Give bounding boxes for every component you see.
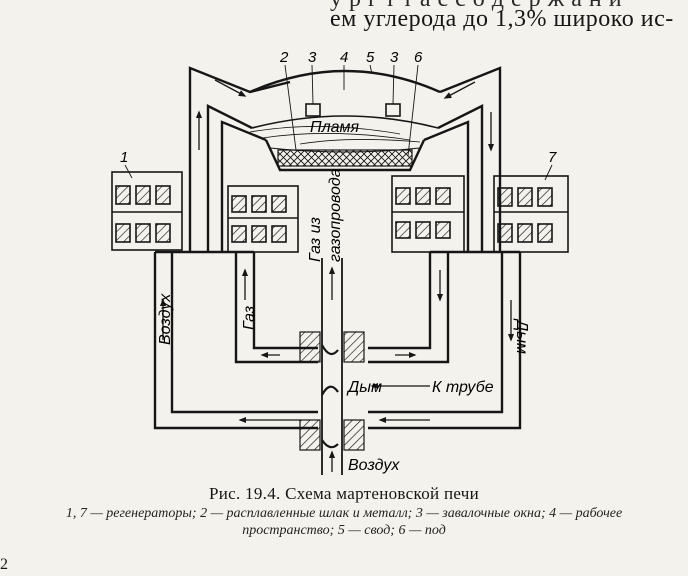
number-3a: 3	[308, 49, 317, 66]
figure-caption-title: Рис. 19.4. Схема мартеновской печи	[208, 484, 480, 503]
label-to-chimney: К трубе	[432, 379, 494, 396]
regenerator-left-outer	[111, 171, 183, 251]
label-air-left: Воздух	[157, 293, 174, 345]
number-1: 1	[120, 149, 128, 166]
flame-lines	[249, 126, 421, 145]
charging-window-left	[305, 103, 321, 117]
flow-arrows	[159, 79, 515, 472]
label-gas: Газ	[241, 306, 258, 330]
caption-legend-line-2: пространство; 5 — свод; 6 — под	[242, 523, 446, 538]
charging-window-right	[385, 103, 401, 117]
label-flame: Пламя	[310, 119, 359, 136]
number-3b: 3	[390, 49, 399, 66]
label-smoke-center: Дым	[346, 379, 382, 396]
top-text-line-partial: у р г т т а с с о д е р ж а н и	[330, 0, 622, 13]
leader-lines	[124, 64, 553, 181]
valve-flaps	[321, 344, 339, 449]
label-smoke-right: Дым	[513, 318, 530, 354]
label-gas-pipeline-1: Газ из	[307, 217, 324, 262]
caption-legend-line-1: 1, 7 — регенераторы; 2 — расплавленные ш…	[65, 506, 623, 521]
number-2: 2	[279, 49, 289, 66]
top-text-line: ем углерода до 1,3% широко ис-	[330, 6, 674, 32]
number-6: 6	[414, 49, 423, 66]
hearth-base	[264, 139, 426, 172]
roof-vault	[249, 69, 441, 94]
number-5: 5	[366, 49, 375, 66]
molten-slag-metal	[277, 149, 413, 167]
number-4: 4	[340, 49, 348, 66]
regenerator-right-outer	[493, 175, 569, 253]
number-7: 7	[548, 149, 557, 166]
metal-surface	[269, 147, 421, 153]
regenerator-right-inner	[391, 175, 465, 253]
valves	[299, 331, 365, 451]
regenerator-left-inner	[227, 185, 299, 253]
label-gas-pipeline-2: газопровода	[327, 168, 344, 262]
label-air-bottom: Воздух	[348, 457, 400, 474]
figure-caption-legend: 1, 7 — регенераторы; 2 — расплавленные ш…	[0, 505, 688, 539]
furnace-diagram: Пламя Газ из газопровода Газ Воздух Дым …	[111, 49, 569, 475]
page-number: 2	[0, 556, 8, 573]
